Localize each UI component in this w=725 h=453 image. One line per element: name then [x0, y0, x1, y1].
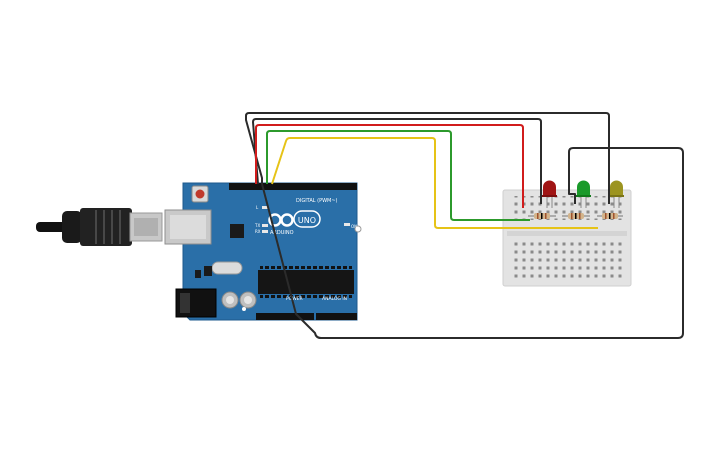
on-label: ON [351, 224, 357, 229]
arduino-uno-board[interactable]: UNO ARDUINO DIGITAL (PWM~) POWER ANALOG … [164, 182, 362, 321]
led-green[interactable] [576, 180, 591, 209]
brand-label: ARDUINO [270, 230, 294, 236]
breadboard-bottom-holes[interactable] [510, 240, 624, 280]
wire-green[interactable] [266, 130, 530, 221]
tx-led [262, 224, 268, 227]
reset-button-cap[interactable] [195, 189, 205, 199]
rx-label: RX [255, 229, 261, 234]
usb-cable[interactable] [36, 208, 163, 246]
model-label: UNO [298, 216, 316, 225]
wire-black-inner[interactable] [252, 118, 542, 204]
wire-black-green-led[interactable] [261, 147, 684, 339]
usb-chip [230, 224, 244, 238]
rx-led [262, 230, 268, 233]
analog-label: ANALOG IN [322, 296, 347, 302]
on-led [344, 223, 350, 226]
resistor[interactable] [597, 213, 623, 219]
l-label: L [256, 205, 259, 210]
wire-yellow[interactable] [271, 137, 598, 229]
resistor[interactable] [528, 213, 556, 219]
wire-red[interactable] [255, 124, 524, 208]
resistor[interactable] [562, 213, 590, 219]
wire-black-outer[interactable] [245, 112, 610, 204]
crystal [211, 261, 243, 275]
digital-label: DIGITAL (PWM~) [296, 198, 338, 204]
breadboard-channel [507, 231, 627, 236]
arduino-logo [268, 210, 321, 228]
led-red[interactable] [542, 180, 557, 209]
led-yellow[interactable] [609, 180, 624, 209]
l-led [262, 206, 268, 209]
atmega-chip [258, 270, 354, 294]
power-label: POWER [286, 296, 303, 302]
tx-label: TX [254, 223, 260, 228]
